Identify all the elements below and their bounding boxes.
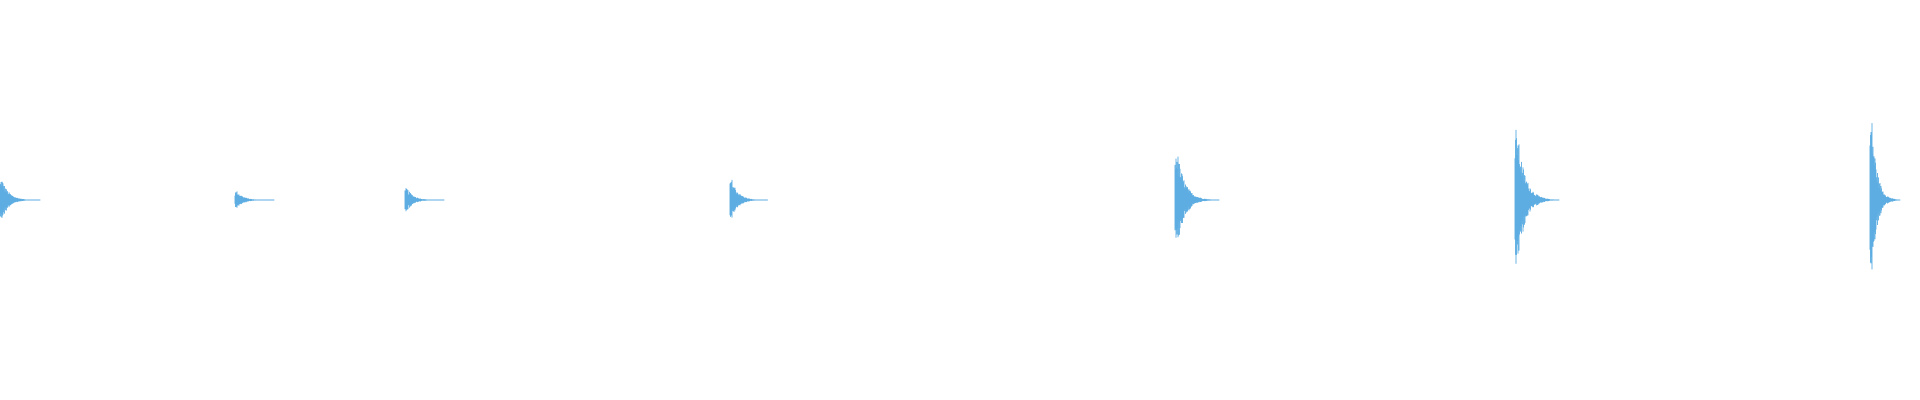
transient-3	[404, 188, 445, 212]
transient-envelope	[1514, 129, 1560, 264]
transient-6	[1514, 129, 1560, 264]
transient-2	[234, 191, 275, 208]
transient-envelope	[729, 179, 768, 218]
transient-envelope	[1174, 156, 1220, 238]
transient-7	[1869, 123, 1901, 270]
transient-5	[1174, 156, 1220, 238]
transient-4	[729, 179, 768, 218]
transient-envelope	[1869, 123, 1901, 270]
transient-1	[0, 181, 41, 218]
